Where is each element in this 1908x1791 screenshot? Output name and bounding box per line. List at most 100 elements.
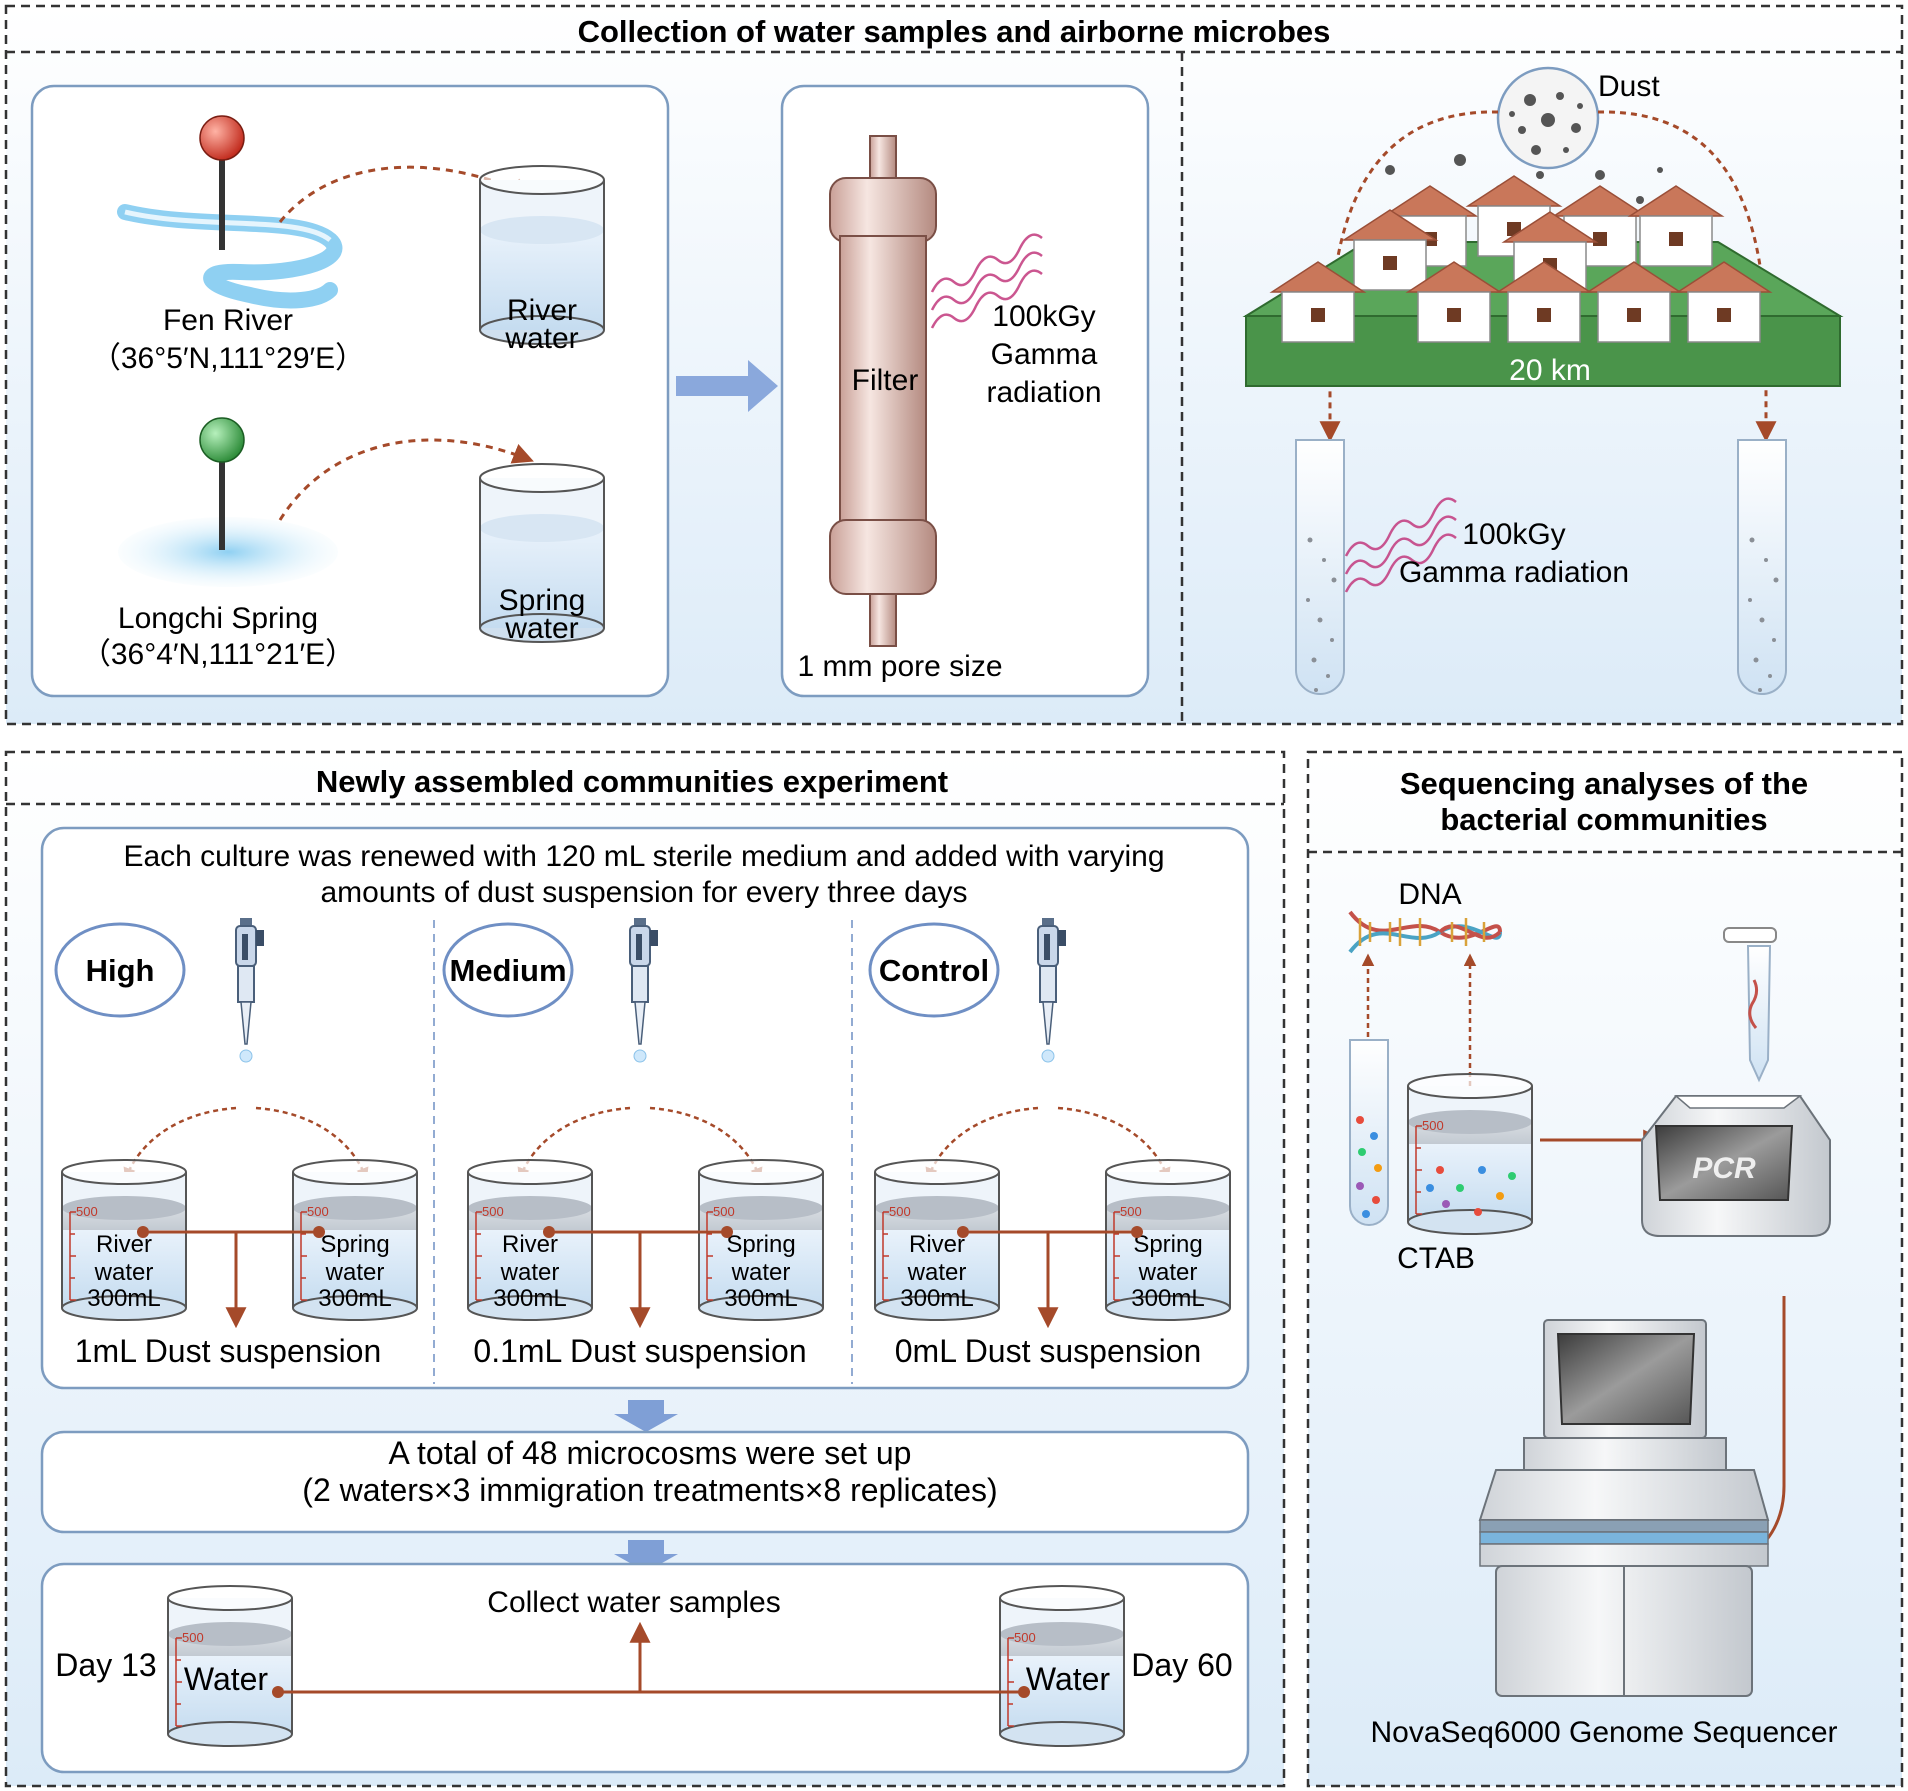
test-tube-icon: [1295, 439, 1345, 695]
water-label-start: Water: [184, 1661, 269, 1697]
sequencer-label: NovaSeq6000 Genome Sequencer: [1371, 1716, 1838, 1749]
spring-label: Spring: [726, 1231, 795, 1258]
filter-label: Filter: [852, 364, 919, 397]
beaker-scale: 500: [713, 1204, 735, 1219]
oval-medium: [442, 922, 574, 1018]
beaker-scale: 500: [307, 1204, 329, 1219]
river-label: water: [500, 1259, 560, 1286]
river-volume: 300mL: [900, 1285, 973, 1312]
collection-title: Collection of water samples and airborne…: [578, 14, 1331, 49]
dna-label: DNA: [1398, 878, 1461, 911]
eppendorf-dna: [1748, 979, 1759, 1029]
dust-amount-control: 0mL Dust suspension: [895, 1333, 1202, 1369]
connector-dot: [313, 1226, 325, 1238]
oval-high: [54, 922, 186, 1018]
spring-label: water: [731, 1259, 791, 1286]
treatment-medium-label: Medium: [449, 953, 566, 988]
connector-dot: [137, 1226, 149, 1238]
spring-volume: 300mL: [724, 1285, 797, 1312]
flow-arrow-right: [676, 360, 778, 412]
location-pin-green-icon: [199, 417, 245, 463]
sequencing-section: [1306, 750, 1904, 1788]
ctab-label: CTAB: [1397, 1242, 1475, 1275]
experiment-title: Newly assembled communities experiment: [316, 764, 948, 799]
filter-bottom-nozzle: [869, 593, 897, 647]
filter-icon: [839, 235, 927, 527]
drop-arrow-left: [517, 1106, 631, 1181]
bacteria-particles: [1426, 1166, 1516, 1216]
eppendorf-cap: [1723, 927, 1777, 943]
spring-beaker-label-1: Spring: [499, 584, 586, 617]
river-volume: 300mL: [87, 1285, 160, 1312]
beaker-scale: 500: [889, 1204, 911, 1219]
fen-river-coords: （36°5′N,111°29′E）: [91, 342, 365, 375]
dna-helix-icon: [1348, 910, 1502, 954]
flow-arrow-down: [614, 1540, 678, 1572]
drop-arrow-right: [1057, 1106, 1171, 1181]
spring-label: water: [1138, 1259, 1198, 1286]
sequencer-shoulder: [1478, 1469, 1770, 1521]
filter-radiation-1: 100kGy: [992, 300, 1095, 333]
collect-panel: [40, 1562, 1250, 1774]
test-tube-icon: [1737, 439, 1787, 695]
sequencer-neck: [1523, 1437, 1727, 1471]
dust-amount-medium: 0.1mL Dust suspension: [473, 1333, 806, 1369]
longchi-spring-coords: （36°4′N,111°21′E）: [81, 638, 355, 671]
sequencer-screen: [1556, 1333, 1696, 1425]
spring-pool: [118, 517, 338, 587]
radiation-waves-icon: [1344, 497, 1457, 593]
river-to-beaker-arrow: [278, 165, 534, 223]
connector-dot: [721, 1226, 733, 1238]
connector-dot: [957, 1226, 969, 1238]
spring-volume: 300mL: [318, 1285, 391, 1312]
sequencer-band: [1479, 1519, 1769, 1533]
filter-radiation-2: Gamma: [991, 338, 1098, 371]
total-line-1: A total of 48 microcosms were set up: [389, 1435, 912, 1471]
spring-label: Spring: [320, 1231, 389, 1258]
drop-arrow-left: [123, 1106, 237, 1181]
distance-label: 20 km: [1509, 354, 1591, 387]
beaker-scale: 500: [182, 1630, 204, 1645]
spring-beaker-label-2: water: [504, 612, 578, 645]
treatment-control-label: Control: [879, 953, 989, 988]
dust-radiation-2: Gamma radiation: [1399, 556, 1629, 589]
bacteria-particles: [1356, 1116, 1382, 1218]
sequencing-title-1: Sequencing analyses of the: [1400, 766, 1808, 801]
beaker-scale: 500: [76, 1204, 98, 1219]
experiment-section: [4, 750, 1286, 1788]
dust-amount-high: 1mL Dust suspension: [75, 1333, 382, 1369]
pore-size-label: 1 mm pore size: [797, 650, 1002, 683]
sequencing-beaker-icon: [1407, 1073, 1533, 1235]
dust-radiation-1: 100kGy: [1462, 518, 1565, 551]
river-label: water: [94, 1259, 154, 1286]
pcr-label: PCR: [1692, 1152, 1756, 1185]
filter-radiation-3: radiation: [986, 376, 1101, 409]
intro-line-2: amounts of dust suspension for every thr…: [320, 876, 967, 909]
treatment-high-label: High: [86, 953, 155, 988]
pcr-screen: [1654, 1125, 1794, 1201]
sequencer-band: [1479, 1543, 1769, 1567]
intro-line-1: Each culture was renewed with 120 mL ste…: [123, 840, 1164, 873]
spring-volume: 300mL: [1131, 1285, 1204, 1312]
river-label: River: [909, 1231, 965, 1258]
drop-arrow-right: [649, 1106, 763, 1181]
dust-label: Dust: [1598, 70, 1660, 103]
filter-top-cap: [829, 177, 937, 243]
day-start-label: Day 13: [55, 1647, 156, 1683]
total-panel: [40, 1430, 1250, 1534]
collect-label: Collect water samples: [487, 1586, 780, 1619]
ctab-tube-icon: [1349, 1039, 1389, 1226]
pcr-lid: [1673, 1095, 1803, 1109]
flow-arrow-down: [614, 1400, 678, 1432]
beaker-scale: 500: [1120, 1204, 1142, 1219]
river-beaker-label-1: River: [507, 294, 577, 327]
connector-dot: [543, 1226, 555, 1238]
eppendorf-tube-icon: [1746, 945, 1772, 1083]
sequencer-band-blue: [1479, 1531, 1769, 1545]
treatment-panel: [40, 826, 1250, 1390]
spring-label: water: [325, 1259, 385, 1286]
drop-arrow-left: [925, 1106, 1039, 1181]
river-beaker-label-2: water: [504, 322, 578, 355]
timeline-dot: [272, 1686, 284, 1698]
